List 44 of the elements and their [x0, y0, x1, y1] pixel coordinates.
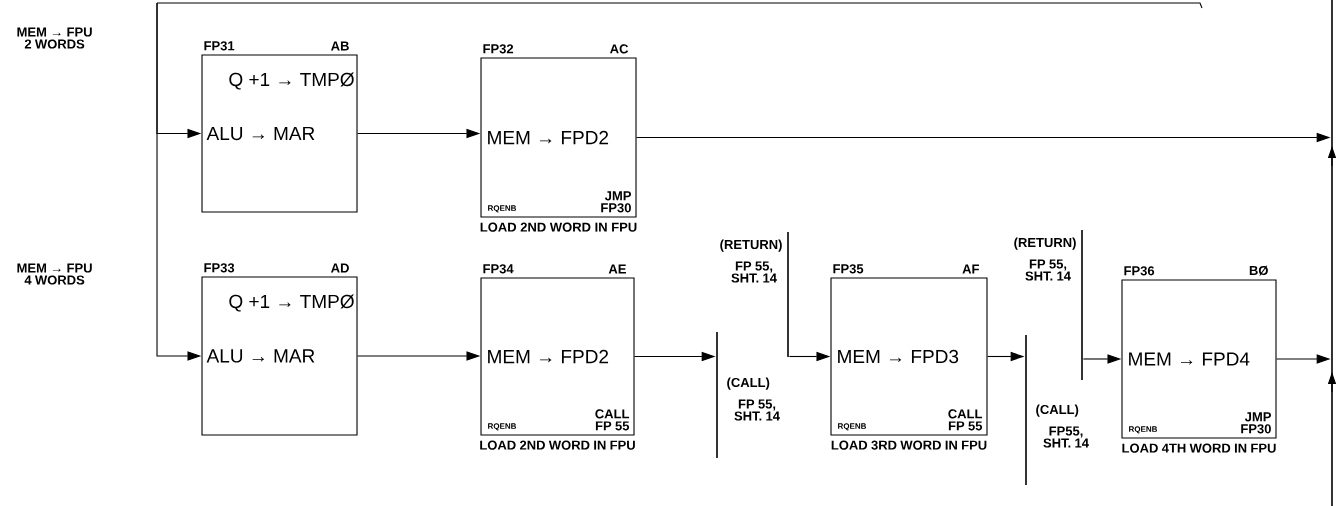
step-label: FP31 [204, 41, 235, 51]
address-label: AE [608, 264, 626, 274]
address-label: BØ [1249, 265, 1268, 276]
step-caption: LOAD 2ND WORD IN FPU [480, 222, 637, 232]
step-caption: LOAD 3RD WORD IN FPU [831, 440, 987, 450]
node-label: RQENB [1129, 426, 1158, 434]
node-label: JMP FP30 [601, 191, 632, 213]
node-label: MEM → FPD4 [1129, 352, 1250, 366]
node-label: MEM → FPD2 [488, 349, 609, 364]
process-box: MEM → FPD4 RQENB JMP FP30 [1121, 279, 1277, 439]
node-label: CALL FP 55 [948, 409, 983, 431]
node-label: RQENB [838, 423, 867, 431]
bar-label: (CALL) [727, 377, 770, 390]
bar-label: FP 55, SHT. 14 [1025, 259, 1071, 281]
step-label: FP32 [483, 44, 514, 54]
node-label: MEM → FPD3 [838, 349, 959, 364]
node-label: RQENB [488, 423, 517, 431]
node-label: RQENB [488, 205, 517, 213]
process-box: MEM → FPD2 RQENB JMP FP30 [480, 57, 637, 218]
row-label: MEM → FPU 2 WORDS [17, 27, 92, 49]
process-box: Q +1 → TMPØ ALU → MAR [201, 276, 358, 436]
step-label: FP33 [204, 263, 235, 273]
process-box: MEM → FPD2 RQENB CALL FP 55 [480, 277, 635, 436]
bar-label: FP 55, SHT. 14 [734, 399, 780, 421]
node-label: JMP FP30 [1241, 412, 1272, 434]
step-caption: LOAD 2ND WORD IN FPU [480, 440, 635, 450]
step-label: FP34 [483, 264, 514, 274]
bar-label: (RETURN) [1014, 237, 1076, 250]
node-label: CALL FP 55 [595, 409, 630, 431]
bar-label: FP55, SHT. 14 [1043, 426, 1089, 448]
node-label: MEM → FPD2 [488, 130, 609, 145]
address-label: AF [962, 264, 979, 274]
step-caption: LOAD 4TH WORD IN FPU [1122, 443, 1276, 453]
process-box: Q +1 → TMPØ ALU → MAR [201, 54, 358, 213]
bar-label: (CALL) [1036, 404, 1079, 417]
address-label: AC [610, 44, 629, 54]
bar-label: FP 55, SHT. 14 [731, 261, 777, 283]
process-box: MEM → FPD3 RQENB CALL FP 55 [830, 277, 988, 436]
address-label: AD [331, 263, 349, 273]
step-label: FP36 [1124, 266, 1155, 276]
row-label: MEM → FPU 4 WORDS [17, 263, 92, 285]
address-label: AB [331, 41, 349, 51]
step-label: FP35 [833, 264, 864, 274]
bar-label: (RETURN) [720, 239, 782, 252]
